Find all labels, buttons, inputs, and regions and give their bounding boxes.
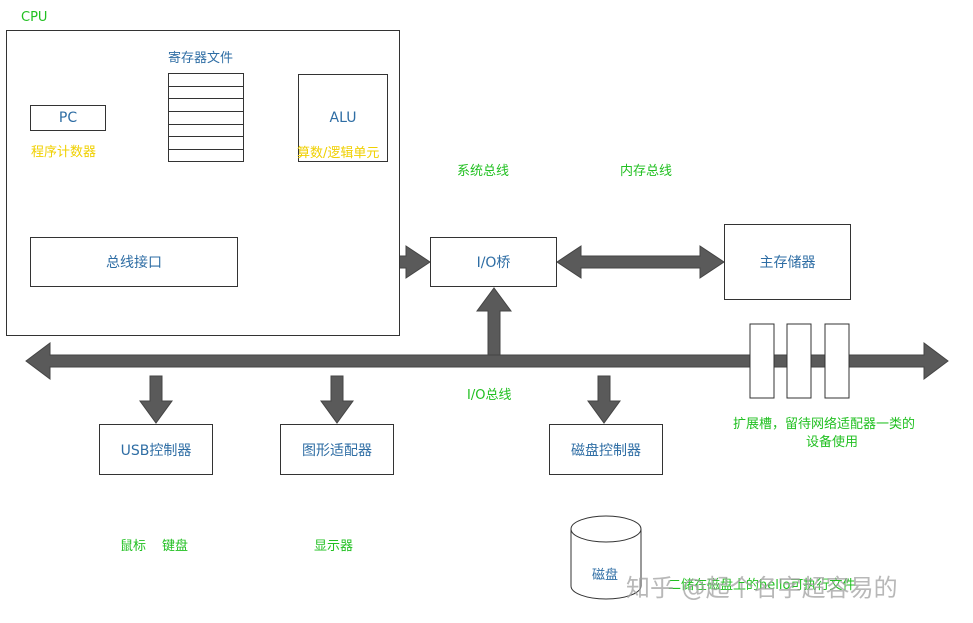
memory-bus-arrow <box>556 245 725 279</box>
alu-label: ALU <box>329 110 357 126</box>
alu-box: ALU <box>298 74 388 162</box>
io-bus-to-usb-arrow <box>139 375 173 424</box>
display-label: 显示器 <box>314 539 354 554</box>
usb-controller-box: USB控制器 <box>99 424 213 475</box>
bus-interface-box: 总线接口 <box>30 237 238 287</box>
graphics-adapter-box: 图形适配器 <box>280 424 394 475</box>
io-bus-to-disk-controller-arrow <box>587 375 621 424</box>
bus-interface-label: 总线接口 <box>106 255 162 271</box>
pc-box: PC <box>30 105 106 131</box>
pc-caption: 程序计数器 <box>31 145 97 160</box>
expansion-caption-line2: 设备使用 <box>806 435 859 450</box>
disk-caption: 二储在磁盘上的hello可执行文件 <box>668 578 856 593</box>
memory-bus-label: 内存总线 <box>620 164 673 179</box>
alu-caption: 算数/逻辑单元 <box>297 146 380 161</box>
io-bus-to-bridge-arrow <box>476 287 512 356</box>
register-file-label: 寄存器文件 <box>168 51 234 66</box>
main-memory-box: 主存储器 <box>724 224 851 300</box>
keyboard-label: 键盘 <box>162 539 189 554</box>
expansion-slot-3 <box>824 323 850 399</box>
disk-icon <box>570 515 642 600</box>
expansion-caption-line1: 扩展槽，留待网络适配器一类的 <box>733 417 916 432</box>
register-file <box>168 73 244 162</box>
io-bus-to-graphics-arrow <box>320 375 354 424</box>
io-bus-label: I/O总线 <box>467 388 512 403</box>
pc-label: PC <box>58 110 78 126</box>
expansion-slot-1 <box>749 323 775 399</box>
cpu-label: CPU <box>21 10 48 25</box>
graphics-adapter-label: 图形适配器 <box>302 442 372 459</box>
expansion-slot-2 <box>786 323 812 399</box>
main-memory-label: 主存储器 <box>759 255 816 271</box>
watermark: 知乎 @起个名字超容易的 <box>626 574 898 602</box>
io-bridge-label: I/O桥 <box>476 255 511 271</box>
io-bridge-box: I/O桥 <box>430 237 557 287</box>
disk-controller-box: 磁盘控制器 <box>549 424 663 475</box>
mouse-label: 鼠标 <box>120 539 147 554</box>
disk-controller-label: 磁盘控制器 <box>571 442 641 459</box>
io-bus-arrow <box>25 342 949 380</box>
disk-label: 磁盘 <box>592 568 619 583</box>
system-bus-label: 系统总线 <box>457 164 510 179</box>
usb-controller-label: USB控制器 <box>120 442 192 459</box>
